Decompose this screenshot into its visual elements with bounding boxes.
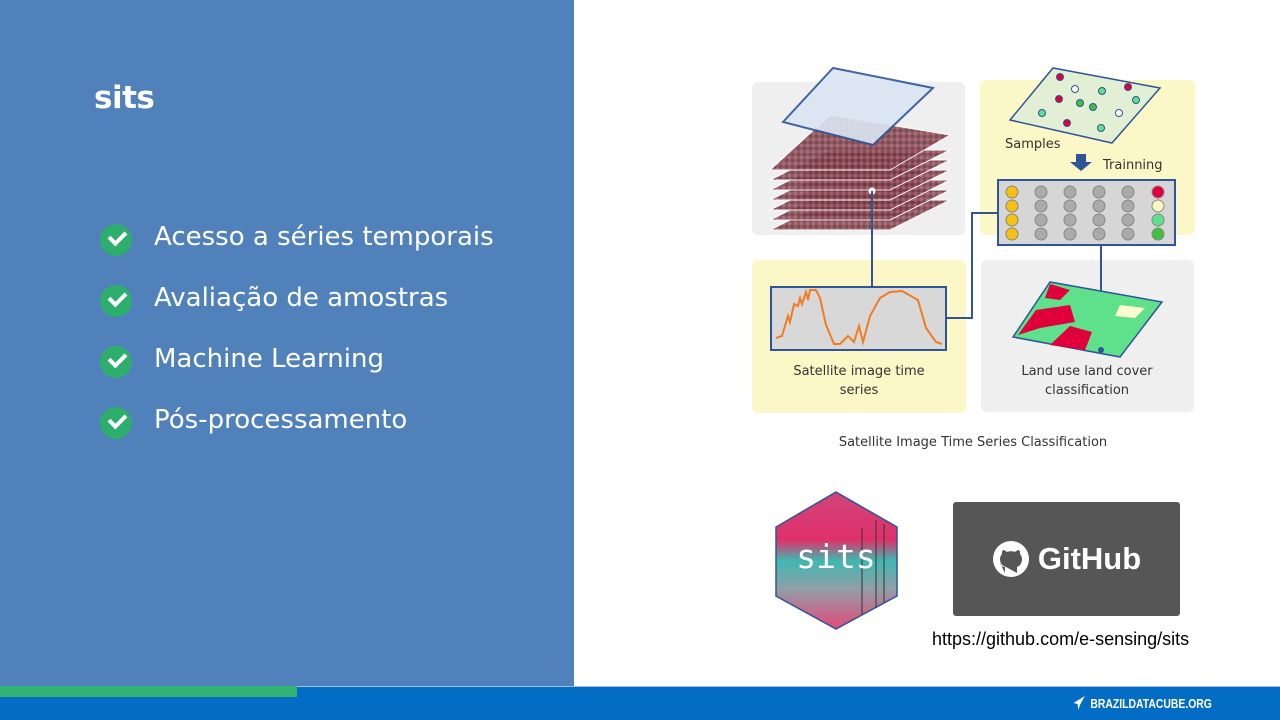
nn-node (1121, 213, 1135, 227)
image-stack-icon (768, 66, 952, 287)
diagram-caption: Satellite Image Time Series Classificati… (839, 435, 1107, 450)
bullet-item: Pós-processamento (100, 401, 494, 462)
bullet-text: Machine Learning (154, 344, 384, 374)
slide-title: sits (94, 80, 155, 116)
classification-label: classification (1045, 383, 1129, 398)
check-circle-icon (100, 224, 132, 256)
classification-label: Land use land cover (1021, 364, 1153, 379)
arrow-down-icon (1070, 154, 1092, 171)
timeseries-label: series (840, 383, 879, 398)
nn-node (1121, 185, 1135, 199)
logo-text: sits (796, 537, 875, 576)
paper-plane-icon (1073, 696, 1085, 710)
bullet-list: Acesso a séries temporais Avaliação de a… (100, 218, 494, 462)
bullet-text: Pós-processamento (154, 405, 408, 435)
nn-node (1005, 185, 1019, 199)
classification-map-icon (1011, 281, 1164, 358)
samples-label: Samples (1005, 137, 1061, 152)
github-label: GitHub (1037, 541, 1142, 576)
bullet-item: Avaliação de amostras (100, 279, 494, 340)
bullet-item: Acesso a séries temporais (100, 218, 494, 279)
sits-workflow-diagram: Samples Trainning Satellite image time s… (752, 66, 1195, 450)
nn-node (1151, 199, 1165, 213)
footer-brand[interactable]: BRAZILDATACUBE.ORG (1073, 695, 1212, 711)
nn-node (1151, 227, 1165, 241)
accent-bar (0, 686, 297, 697)
bullet-text: Avaliação de amostras (154, 283, 449, 313)
left-panel: sits Acesso a séries temporais Avaliação… (0, 0, 574, 686)
samples-plane-icon (1008, 67, 1162, 144)
nn-node (1121, 199, 1135, 213)
nn-node (1005, 227, 1019, 241)
nn-node (1063, 199, 1077, 213)
github-icon (992, 541, 1029, 577)
nn-node (1005, 213, 1019, 227)
nn-node (1121, 227, 1135, 241)
timeseries-label: Satellite image time (793, 364, 924, 379)
nn-node (1092, 227, 1106, 241)
check-circle-icon (100, 346, 132, 378)
nn-node (1092, 213, 1106, 227)
github-url-link[interactable]: https://github.com/e-sensing/sits (932, 629, 1190, 649)
nn-node (1151, 185, 1165, 199)
nn-node (1034, 199, 1048, 213)
nn-node (1034, 227, 1048, 241)
timeseries-chart-icon (770, 286, 947, 351)
training-label: Trainning (1102, 158, 1163, 173)
nn-node (1092, 199, 1106, 213)
nn-node (1034, 213, 1048, 227)
neural-network-icon (997, 179, 1176, 246)
sits-hex-logo: sits (775, 491, 898, 630)
nn-node (1151, 213, 1165, 227)
nn-node (1092, 185, 1106, 199)
nn-node (1063, 185, 1077, 199)
nn-node (1063, 213, 1077, 227)
check-circle-icon (100, 407, 132, 439)
github-button[interactable]: GitHub (953, 502, 1180, 616)
bullet-text: Acesso a séries temporais (154, 222, 494, 252)
nn-node (1005, 199, 1019, 213)
check-circle-icon (100, 285, 132, 317)
nn-node (1063, 227, 1077, 241)
brand-text: BRAZILDATACUBE.ORG (1090, 695, 1212, 711)
bullet-item: Machine Learning (100, 340, 494, 401)
nn-node (1034, 185, 1048, 199)
